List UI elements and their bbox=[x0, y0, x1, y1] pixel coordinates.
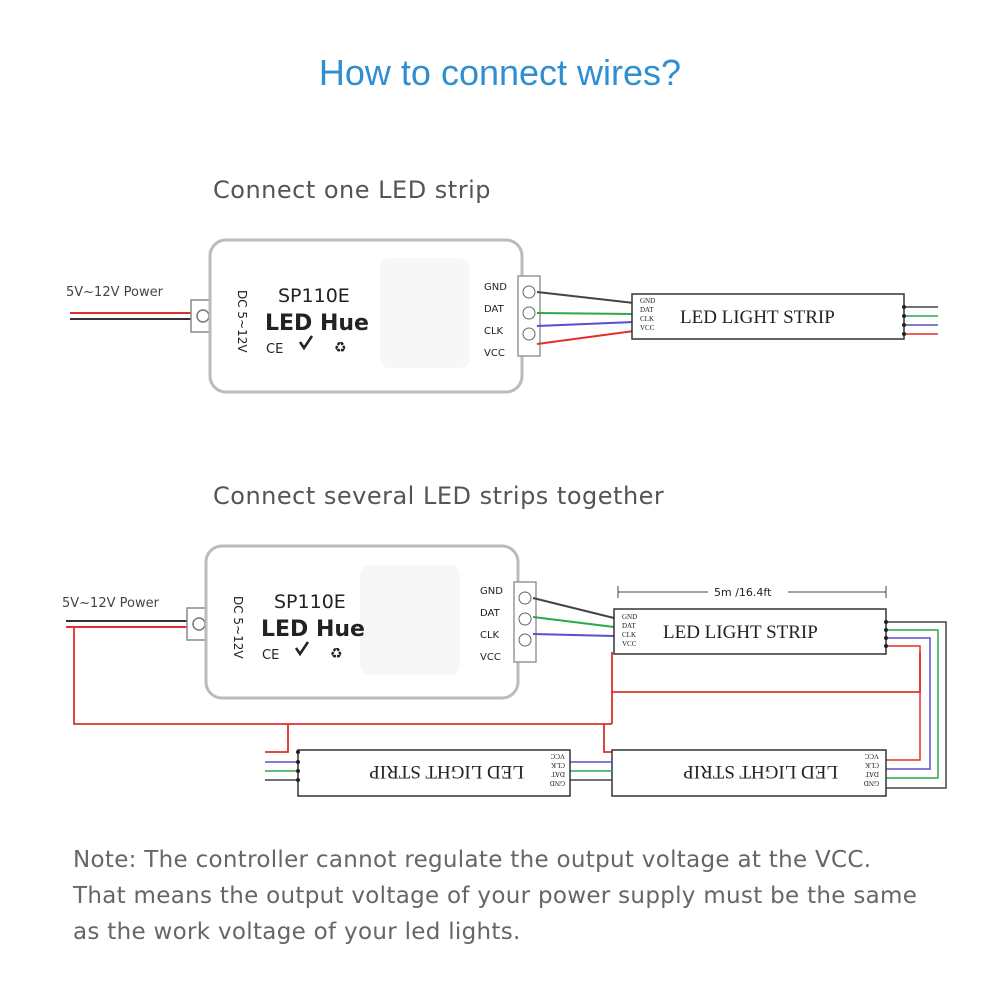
power-label-2: 5V~12V Power bbox=[62, 596, 160, 611]
power-label: 5V~12V Power bbox=[66, 285, 164, 300]
wire-clk bbox=[536, 321, 635, 327]
wire-vcc bbox=[536, 330, 635, 345]
strip-a-pin-clk: CLK bbox=[622, 631, 636, 639]
pin-label-gnd: GND bbox=[484, 282, 507, 293]
note-text: Note: The controller cannot regulate the… bbox=[73, 842, 973, 950]
terminal-screw-dat bbox=[522, 306, 536, 320]
strip-a-pin-vcc: VCC bbox=[622, 640, 637, 648]
strip-pin-vcc: VCC bbox=[640, 324, 655, 332]
strip-pin-gnd: GND bbox=[640, 297, 655, 305]
note-line-2: That means the output voltage of your po… bbox=[73, 883, 918, 909]
dimension-label: 5m /16.4ft bbox=[714, 586, 772, 599]
strip-c-pin-gnd: GND bbox=[550, 779, 565, 787]
strip-a-pin-dat: DAT bbox=[622, 622, 636, 630]
pin-label-clk: CLK bbox=[484, 326, 504, 337]
ce-mark-2: CE bbox=[262, 648, 279, 663]
strip-pin-clk: CLK bbox=[640, 315, 654, 323]
terminal-screw-gnd bbox=[522, 285, 536, 299]
controller-dc-label-2: DC 5~12V bbox=[231, 596, 245, 659]
led-strip-a bbox=[613, 608, 887, 655]
note-line-3: as the work voltage of your led lights. bbox=[73, 919, 521, 945]
wire-gnd bbox=[536, 291, 635, 304]
strip-label: LED LIGHT STRIP bbox=[680, 307, 835, 328]
pin-label-clk-2: CLK bbox=[480, 630, 500, 641]
pin-label-dat-2: DAT bbox=[480, 608, 501, 619]
controller-blur-area-2 bbox=[360, 565, 460, 675]
strip-c-pin-dat: DAT bbox=[551, 770, 565, 778]
pin-label-vcc-2: VCC bbox=[480, 652, 501, 663]
led-strip-c bbox=[297, 749, 571, 797]
rcm-check-icon-2 bbox=[294, 641, 310, 657]
recycle-icon-2: ♻ bbox=[330, 646, 343, 662]
strip-c-pin-clk: CLK bbox=[551, 761, 565, 769]
strip-a-label: LED LIGHT STRIP bbox=[663, 622, 818, 643]
controller-model-2: SP110E bbox=[274, 591, 346, 613]
diagram-several-strips: 5V~12V Power SP110E LED Hue DC 5~12V CE … bbox=[62, 544, 947, 797]
section-title-several-strips: Connect several LED strips together bbox=[213, 482, 665, 510]
note-line-1: Note: The controller cannot regulate the… bbox=[73, 847, 872, 873]
wire-dat bbox=[536, 312, 635, 315]
strip-b-pin-gnd: GND bbox=[864, 779, 879, 787]
power-bus-wire bbox=[73, 627, 612, 725]
strip-a-pin-gnd: GND bbox=[622, 613, 637, 621]
strip-c-label: LED LIGHT STRIP bbox=[369, 761, 524, 782]
ce-mark: CE bbox=[266, 342, 283, 357]
power-jack-hole bbox=[196, 309, 210, 323]
page-title: How to connect wires? bbox=[318, 52, 682, 93]
led-strip-b bbox=[611, 749, 887, 797]
pin-label-dat: DAT bbox=[484, 304, 505, 315]
strip-b-pin-dat: DAT bbox=[865, 770, 879, 778]
rcm-check-icon bbox=[298, 335, 314, 351]
recycle-icon: ♻ bbox=[334, 340, 347, 356]
controller-dc-label: DC 5~12V bbox=[235, 290, 249, 353]
diagram-one-strip: 5V~12V Power SP110E LED Hue DC 5~12V CE … bbox=[66, 238, 938, 394]
terminal-screw-clk bbox=[522, 327, 536, 341]
pin-label-gnd-2: GND bbox=[480, 586, 503, 597]
section-title-one-strip: Connect one LED strip bbox=[213, 176, 491, 204]
strip-b-pin-vcc: VCC bbox=[864, 752, 879, 760]
controller-brand-2: LED Hue bbox=[261, 617, 365, 642]
strip-b-pin-clk: CLK bbox=[865, 761, 879, 769]
controller-blur-area bbox=[380, 258, 470, 368]
strip-b-label: LED LIGHT STRIP bbox=[683, 761, 838, 782]
controller-model: SP110E bbox=[278, 285, 350, 307]
pin-label-vcc: VCC bbox=[484, 348, 505, 359]
controller-brand: LED Hue bbox=[265, 311, 369, 336]
strip-c-pin-vcc: VCC bbox=[550, 752, 565, 760]
strip-pin-dat: DAT bbox=[640, 306, 654, 314]
